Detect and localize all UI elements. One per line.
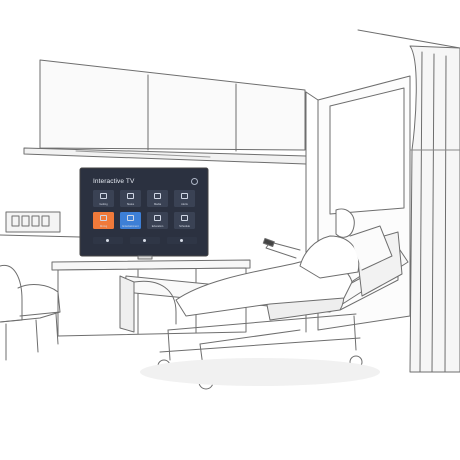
back-button[interactable] — [130, 237, 160, 244]
back-icon — [143, 239, 146, 242]
curtain-rail — [357, 29, 460, 49]
tile-label: Education — [151, 225, 164, 228]
tile-label: Schedule — [179, 225, 190, 228]
tile-label: Media — [153, 203, 162, 206]
clock-icon — [127, 193, 134, 199]
upper-cabinets — [23, 59, 307, 165]
wall-outlet-panel — [5, 211, 61, 233]
tile-alerts[interactable]: Alerts — [174, 190, 195, 207]
tile-label: Getting — [99, 203, 108, 206]
privacy-curtain — [409, 45, 460, 373]
tv-nav-bar — [93, 237, 197, 245]
tile-dining[interactable]: Dining — [93, 212, 114, 229]
tile-entertainment[interactable]: Entertainment — [120, 212, 141, 229]
tv-title: Interactive TV — [93, 178, 135, 185]
tile-education[interactable]: Education — [147, 212, 168, 229]
rocket-icon — [100, 193, 107, 199]
floor-shadow — [140, 358, 380, 386]
calendar-icon — [181, 215, 188, 221]
stop-button[interactable] — [167, 237, 197, 244]
tile-media[interactable]: Media — [147, 190, 168, 207]
chat-icon — [127, 215, 134, 221]
tv-screen-ui: Interactive TV Getting Status Media Aler… — [86, 172, 204, 252]
power-icon[interactable] — [191, 178, 198, 185]
video-icon — [154, 193, 161, 199]
home-button[interactable] — [93, 237, 123, 244]
tile-label: Entertainment — [122, 225, 139, 228]
tile-label: Dining — [99, 225, 108, 228]
tile-schedule[interactable]: Schedule — [174, 212, 195, 229]
patient — [175, 208, 393, 317]
food-icon — [100, 215, 107, 221]
home-icon — [106, 239, 109, 242]
tile-label: Alerts — [181, 203, 188, 206]
tile-status[interactable]: Status — [120, 190, 141, 207]
tile-label: Status — [126, 203, 135, 206]
armchair — [0, 264, 61, 361]
stop-icon — [180, 239, 183, 242]
alarm-icon — [181, 193, 188, 199]
tile-getting[interactable]: Getting — [93, 190, 114, 207]
book-icon — [154, 215, 161, 221]
